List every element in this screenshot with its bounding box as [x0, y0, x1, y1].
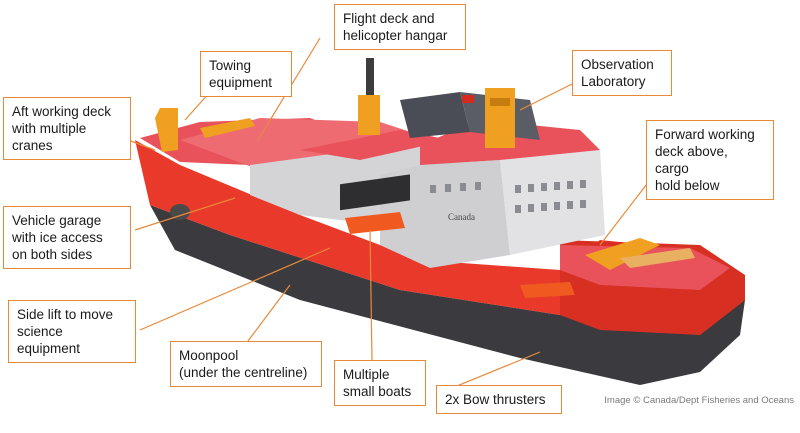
callout-bow-thrusters: 2x Bow thrusters — [436, 385, 562, 414]
callout-towing: Towing equipment — [200, 51, 292, 97]
callout-small-boats: Multiple small boats — [334, 360, 426, 406]
callout-observation: Observation Laboratory — [572, 50, 672, 96]
funnel — [358, 95, 380, 135]
windows — [430, 180, 586, 213]
mast — [366, 58, 374, 128]
leader-lines — [127, 37, 651, 389]
callout-flight-deck: Flight deck and helicopter hangar — [334, 4, 466, 50]
observation-tower — [485, 88, 515, 148]
forward-crane-2 — [620, 248, 695, 268]
small-boat-2 — [520, 282, 575, 298]
small-boat-1 — [345, 212, 405, 234]
callout-vehicle-garage: Vehicle garage with ice access on both s… — [3, 206, 131, 269]
callout-moonpool: Moonpool (under the centreline) — [170, 341, 322, 387]
aft-crane-2 — [200, 118, 255, 138]
callout-forward-deck: Forward working deck above, cargo hold b… — [646, 120, 774, 200]
hull-lower — [150, 205, 745, 385]
bridge — [400, 92, 470, 138]
aft-crane-1 — [155, 108, 178, 152]
image-credit: Image © Canada/Dept Fisheries and Oceans — [604, 395, 794, 406]
superstructure-front — [500, 150, 605, 255]
hull-text-canada: Canada — [448, 212, 475, 222]
callout-side-lift: Side lift to move science equipment — [8, 300, 136, 363]
side-lift-opening — [340, 174, 410, 211]
propeller — [170, 204, 190, 220]
flag — [462, 95, 474, 103]
forward-crane — [585, 238, 660, 270]
callout-aft-deck: Aft working deck with multiple cranes — [3, 97, 131, 160]
